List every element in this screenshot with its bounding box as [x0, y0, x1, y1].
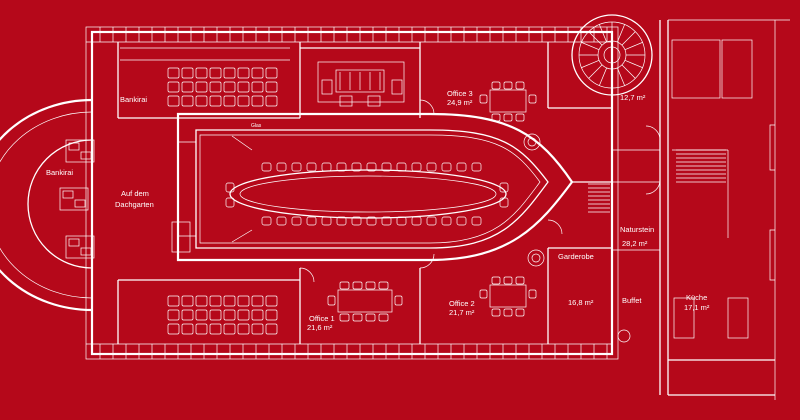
staircase-icon — [571, 14, 653, 96]
label-bankirai-top: Bankirai — [120, 95, 147, 104]
label-office1-area: 21,6 m² — [307, 323, 333, 332]
furniture — [59, 61, 537, 335]
chair-icon — [225, 162, 509, 226]
label-dachgarten-2: Dachgarten — [115, 200, 154, 209]
facade-windows — [99, 27, 608, 359]
plant-icon — [523, 133, 631, 343]
label-office3-area: 24,9 m² — [447, 98, 473, 107]
label-office2-area: 21,7 m² — [449, 308, 475, 317]
oval-conference-table — [225, 162, 509, 226]
label-dachgarten-1: Auf dem — [121, 189, 149, 198]
bankirai-balcony — [0, 98, 93, 312]
label-office2-name: Office 2 — [449, 299, 475, 308]
label-office1-name: Office 1 — [309, 314, 335, 323]
label-glas: Glas — [251, 123, 262, 129]
label-buffet: Buffet — [622, 296, 642, 305]
interior-walls — [117, 42, 660, 344]
outer-walls — [85, 19, 790, 400]
label-room-16-8: 16,8 m² — [568, 298, 594, 307]
stairs — [588, 149, 726, 213]
label-garderobe: Garderobe — [558, 252, 594, 261]
room-labels: Bankirai Bankirai Auf dem Dachgarten Gla… — [46, 89, 710, 332]
label-kuche-name: Küche — [686, 293, 707, 302]
label-kuche-area: 17,1 m² — [684, 303, 710, 312]
label-naturstein-name: Naturstein — [620, 225, 654, 234]
label-bankirai-left: Bankirai — [46, 168, 73, 177]
label-room-12-7: 12,7 m² — [620, 93, 646, 102]
central-hall — [171, 112, 574, 262]
door-swing-icon — [299, 99, 661, 283]
service-wing — [671, 39, 775, 339]
label-naturstein-area: 28,2 m² — [622, 239, 648, 248]
label-office3-name: Office 3 — [447, 89, 473, 98]
